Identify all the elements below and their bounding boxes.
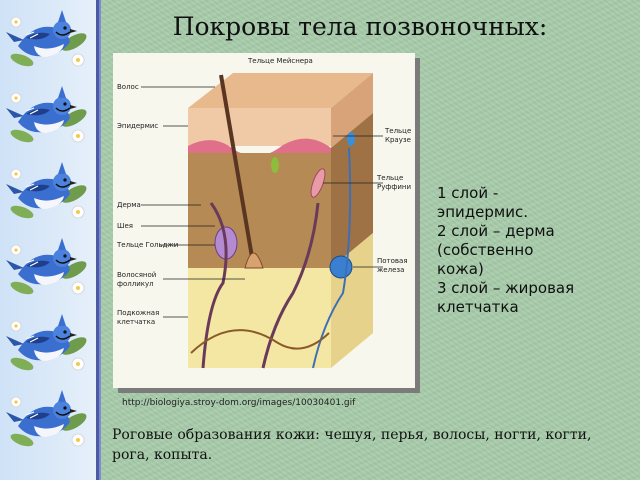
layer-line: (собственно xyxy=(437,241,534,259)
label-krause: Краузе xyxy=(385,136,411,144)
layer-line: 1 слой - xyxy=(437,184,499,202)
skin-cross-section: Тельце Мейснера Волос Эпидермис Дерма Ше… xyxy=(116,57,411,369)
blue-jay-icon xyxy=(5,85,90,146)
label-krause: Тельце xyxy=(384,127,411,135)
skin-top-face xyxy=(188,73,373,108)
papillary-layer xyxy=(188,138,331,157)
layer-line: клетчатка xyxy=(437,298,519,316)
sweat-gland xyxy=(329,255,353,279)
meissner-corpuscle xyxy=(271,157,279,173)
fat-lobule-line xyxy=(190,329,330,354)
skin-layers-list: 1 слой - эпидермис. 2 слой – дерма (собс… xyxy=(437,184,637,317)
image-source-url: http://biologiya.stroy-dom.org/images/10… xyxy=(122,398,356,408)
ruffini-corpuscle xyxy=(310,168,326,198)
label-hair: Волос xyxy=(117,83,139,91)
label-sweat-gland: железа xyxy=(377,266,404,274)
label-subcutaneous: клетчатка xyxy=(117,318,155,326)
label-meissner: Тельце Мейснера xyxy=(247,57,313,65)
blue-jay-icon xyxy=(5,9,90,70)
blood-vessel xyxy=(261,202,320,369)
label-follicle: Волосяной xyxy=(117,271,156,279)
decorative-bird-border xyxy=(0,0,99,480)
label-gland: Шея xyxy=(117,222,133,230)
blue-jay-icon xyxy=(5,389,90,450)
skin-diagram: Тельце Мейснера Волос Эпидермис Дерма Ше… xyxy=(113,53,415,388)
label-ruffini: Тельце xyxy=(376,174,403,182)
leader-lines xyxy=(141,86,383,318)
layer-line: кожа) xyxy=(437,260,484,278)
label-dermis: Дерма xyxy=(117,201,141,209)
caption-text: Роговые образования кожи: чешуя, перья, … xyxy=(112,427,592,463)
side-epidermis xyxy=(331,73,373,148)
side-dermis xyxy=(331,113,373,268)
label-ruffini: Руффини xyxy=(377,183,411,191)
blue-jay-icon xyxy=(5,313,90,374)
layer-line: эпидермис. xyxy=(437,203,528,221)
hair-follicle xyxy=(244,252,264,269)
krause-bulb xyxy=(347,132,355,146)
subcutaneous-layer xyxy=(188,268,331,368)
hair-shaft xyxy=(219,74,255,264)
layer-line: 3 слой – жировая xyxy=(437,279,575,297)
layer-line: 2 слой – дерма xyxy=(437,222,555,240)
label-subcutaneous: Подкожная xyxy=(117,309,159,317)
label-follicle: фолликул xyxy=(117,280,154,288)
label-sweat-gland: Потовая xyxy=(377,257,408,265)
label-nerve-ending: Тельце Гольджи xyxy=(116,241,178,249)
label-epidermis: Эпидермис xyxy=(117,122,158,130)
page-title: Покровы тела позвоночных: xyxy=(172,12,548,41)
blood-vessel xyxy=(201,202,228,369)
blue-jay-icon xyxy=(5,237,90,298)
blue-jay-icon xyxy=(5,161,90,222)
dermis-layer xyxy=(188,153,331,268)
